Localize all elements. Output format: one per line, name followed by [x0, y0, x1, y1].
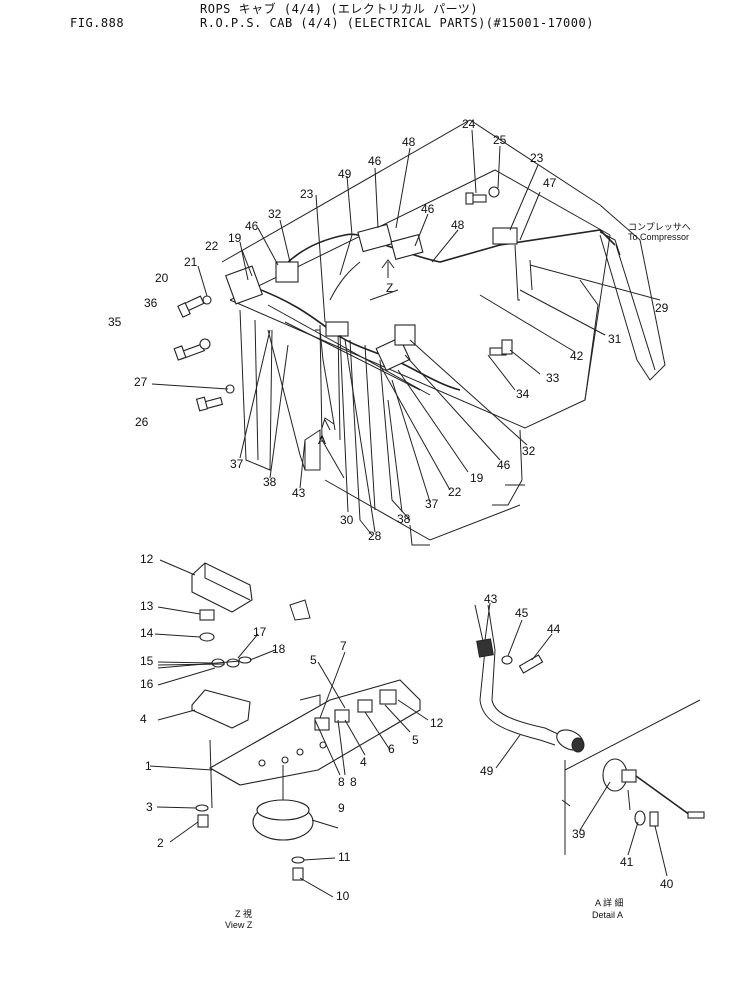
callout-number: 45 [515, 606, 529, 620]
bolt-20-icon [177, 295, 205, 318]
callout-number: 46 [497, 458, 511, 472]
callout-number: 29 [655, 301, 669, 315]
callout-number: 10 [336, 889, 350, 903]
callout-number: 18 [272, 642, 286, 656]
callout-number: 47 [543, 176, 557, 190]
callout-number: 30 [340, 513, 354, 527]
callout-number: 15 [140, 654, 154, 668]
callout-number: 43 [292, 486, 306, 500]
bolt-24-icon [465, 192, 487, 205]
callout-number: 6 [388, 742, 395, 756]
bolt-35-icon [173, 343, 206, 361]
cab-assembly-drawing: Z A [173, 119, 666, 546]
callout-number: 36 [144, 296, 158, 310]
callout-number: 7 [340, 639, 347, 653]
callout-number: 17 [253, 625, 267, 639]
leader-lines [149, 129, 668, 898]
callout-number: 27 [134, 375, 148, 389]
callout-number: 43 [484, 592, 498, 606]
callout-number: 37 [425, 497, 439, 511]
figure-number: FIG.888 [70, 16, 125, 30]
callout-number: 25 [493, 133, 507, 147]
detail-a-drawing [474, 604, 705, 855]
callout-number: 24 [462, 117, 476, 131]
callout-number: 2 [157, 836, 164, 850]
callout-number: 26 [135, 415, 149, 429]
callout-number: 16 [140, 677, 154, 691]
callout-number: 32 [268, 207, 282, 221]
callout-number: 34 [516, 387, 530, 401]
callout-number: 12 [430, 716, 444, 730]
callout-number: 9 [338, 801, 345, 815]
view-z-jp-label: Z 視 [235, 908, 252, 919]
callout-number: 21 [184, 255, 198, 269]
callout-number: 5 [412, 733, 419, 747]
detail-a-en-label: Detail A [592, 910, 623, 920]
callout-labels: 2425482346494746483222194623212029363531… [108, 117, 674, 903]
callout-number: 39 [572, 827, 586, 841]
view-z-en-label: View Z [225, 920, 253, 930]
callout-number: 46 [421, 202, 435, 216]
callout-number: 14 [140, 626, 154, 640]
bolt-26-icon [195, 396, 224, 412]
callout-number: 37 [230, 457, 244, 471]
callout-number: 33 [546, 371, 560, 385]
callout-number: 8 [350, 775, 357, 789]
bolt-33-icon [489, 339, 513, 356]
callout-number: 48 [402, 135, 416, 149]
callout-number: 11 [338, 850, 351, 864]
callout-number: 12 [140, 552, 154, 566]
callout-number: 19 [228, 231, 242, 245]
callout-number: 8 [338, 775, 345, 789]
callout-number: 3 [146, 800, 153, 814]
callout-number: 48 [451, 218, 465, 232]
callout-number: 38 [397, 512, 411, 526]
callout-number: 5 [310, 653, 317, 667]
arrow-a-label: A [318, 433, 326, 447]
callout-number: 41 [620, 855, 634, 869]
callout-number: 46 [368, 154, 382, 168]
callout-number: 23 [530, 151, 544, 165]
callout-number: 20 [155, 271, 169, 285]
callout-number: 44 [547, 622, 561, 636]
callout-number: 23 [300, 187, 314, 201]
callout-number: 19 [470, 471, 484, 485]
callout-number: 38 [263, 475, 277, 489]
callout-number: 28 [368, 529, 382, 543]
title-en: R.O.P.S. CAB (4/4) (ELECTRICAL PARTS)(#1… [200, 16, 594, 30]
callout-number: 32 [522, 444, 536, 458]
callout-number: 49 [480, 764, 494, 778]
view-z-drawing [191, 562, 421, 881]
callout-number: 42 [570, 349, 584, 363]
callout-number: 4 [360, 755, 367, 769]
to-compressor-en-label: To Compressor [628, 232, 689, 242]
callout-number: 1 [145, 759, 152, 773]
callout-number: 31 [608, 332, 622, 346]
arrow-z-label: Z [386, 281, 393, 295]
callout-number: 22 [448, 485, 462, 499]
callout-number: 22 [205, 239, 219, 253]
callout-number: 49 [338, 167, 352, 181]
callout-number: 13 [140, 599, 154, 613]
callout-number: 35 [108, 315, 122, 329]
title-jp: ROPS キャブ (4/4) (エレクトリカル パーツ) [200, 2, 479, 16]
detail-a-jp-label: A 詳 細 [595, 897, 624, 908]
callout-number: 40 [660, 877, 674, 891]
callout-number: 46 [245, 219, 259, 233]
callout-number: 4 [140, 712, 147, 726]
to-compressor-jp-label: コンプレッサへ [628, 222, 691, 232]
